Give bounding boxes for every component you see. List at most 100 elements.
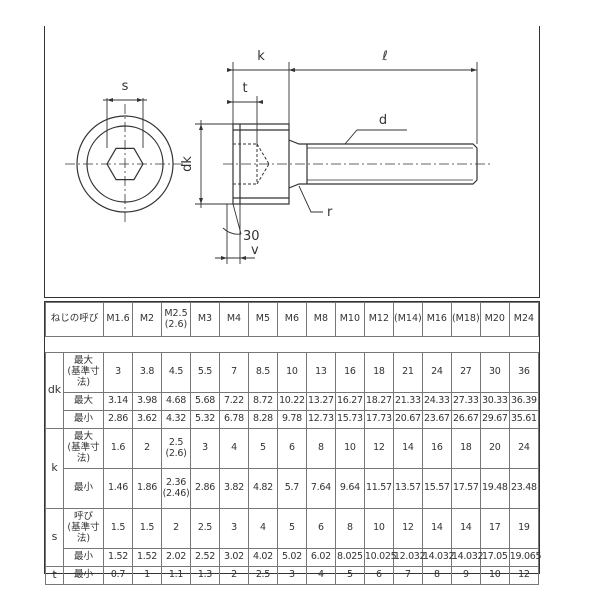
value-cell-text: (2.6) bbox=[165, 447, 187, 459]
value-cell-text: 3.98 bbox=[137, 395, 157, 407]
value-cell: 12.032 bbox=[392, 548, 426, 567]
value-cell-text: 8.72 bbox=[252, 395, 273, 407]
size-header-text: M2 bbox=[139, 313, 155, 325]
value-cell-text: 5.68 bbox=[194, 395, 215, 407]
value-cell-text: 10 bbox=[344, 442, 356, 454]
value-cell: 8.28 bbox=[247, 410, 278, 429]
size-header-text: M24 bbox=[513, 313, 535, 325]
size-header: M3 bbox=[189, 302, 220, 337]
dim-label-d: d bbox=[379, 113, 387, 128]
row-label: 最大(基準寸法) bbox=[62, 428, 105, 469]
value-cell: 3.8 bbox=[132, 352, 162, 393]
value-cell-text: 15.57 bbox=[423, 482, 450, 494]
value-cell: 3 bbox=[276, 566, 307, 585]
dim-label-v: v bbox=[251, 243, 259, 258]
value-cell: 3.62 bbox=[132, 410, 162, 429]
value-cell-text: 5.02 bbox=[281, 551, 302, 563]
value-cell-text: 14.032 bbox=[451, 551, 484, 563]
value-cell: 1.3 bbox=[189, 566, 220, 585]
value-cell: 12.73 bbox=[305, 410, 336, 429]
value-cell: 4.68 bbox=[160, 392, 191, 411]
value-cell-text: 36 bbox=[518, 366, 530, 378]
value-cell-text: 5 bbox=[260, 442, 266, 454]
value-cell-text: 8.5 bbox=[255, 366, 271, 378]
value-cell: 2 bbox=[132, 428, 162, 469]
value-cell: 14.032 bbox=[450, 548, 484, 567]
value-cell: 2.02 bbox=[160, 548, 191, 567]
value-cell: 5.32 bbox=[189, 410, 220, 429]
row-label: 最小 bbox=[62, 548, 105, 567]
value-cell-text: 10.22 bbox=[279, 395, 305, 407]
value-cell: 14 bbox=[450, 508, 481, 549]
value-cell-text: 18.27 bbox=[366, 395, 392, 407]
row-label-text: 呼び bbox=[74, 511, 94, 523]
value-cell: 24.33 bbox=[421, 392, 452, 411]
value-cell-text: 1.3 bbox=[197, 569, 213, 581]
value-cell-text: 1.5 bbox=[139, 522, 155, 534]
value-cell-text: 4 bbox=[231, 442, 237, 454]
value-cell-text: 23.67 bbox=[423, 413, 450, 425]
value-cell: 8.5 bbox=[247, 352, 278, 393]
size-header-text: M16 bbox=[426, 313, 447, 325]
value-cell-text: 17 bbox=[489, 522, 501, 534]
value-cell-text: 2.5 bbox=[168, 436, 184, 448]
value-cell: 5.5 bbox=[189, 352, 220, 393]
value-cell-text: 26.67 bbox=[452, 413, 479, 425]
value-cell-text: 3 bbox=[289, 569, 295, 581]
size-header: M4 bbox=[218, 302, 249, 337]
value-cell-text: 4 bbox=[318, 569, 324, 581]
value-cell: 5.7 bbox=[276, 468, 307, 509]
row-label-text: 最小 bbox=[74, 413, 94, 425]
value-cell: 9 bbox=[450, 566, 481, 585]
value-cell: 9.78 bbox=[276, 410, 307, 429]
value-cell: 2.86 bbox=[189, 468, 220, 509]
value-cell: 16.27 bbox=[334, 392, 365, 411]
value-cell-text: (2.46) bbox=[162, 487, 190, 499]
size-header-text: M12 bbox=[368, 313, 390, 325]
value-cell-text: 35.61 bbox=[511, 413, 537, 425]
value-cell: 20 bbox=[479, 428, 510, 469]
value-cell-text: 8 bbox=[433, 569, 440, 581]
value-cell-text: 6 bbox=[318, 522, 324, 534]
row-label-text: (基準寸法) bbox=[67, 366, 100, 388]
value-cell: 2.5 bbox=[247, 566, 278, 585]
value-cell: 30.33 bbox=[479, 392, 510, 411]
value-cell-text: 5.32 bbox=[194, 413, 215, 425]
value-cell: 12 bbox=[363, 428, 394, 469]
value-cell: 6.78 bbox=[218, 410, 249, 429]
value-cell-text: 17.05 bbox=[481, 551, 508, 563]
value-cell: 27.33 bbox=[450, 392, 481, 411]
value-cell: 2.36(2.46) bbox=[160, 468, 191, 509]
size-header: M1.6 bbox=[103, 302, 133, 337]
value-cell: 19.065 bbox=[508, 548, 542, 567]
group-label-s: s bbox=[45, 508, 64, 567]
value-cell: 35.61 bbox=[508, 410, 540, 429]
value-cell: 21.33 bbox=[392, 392, 423, 411]
value-cell-text: 13.57 bbox=[395, 482, 421, 494]
value-cell-text: 0.7 bbox=[110, 569, 126, 581]
value-cell: 15.57 bbox=[421, 468, 452, 509]
value-cell: 17.73 bbox=[363, 410, 394, 429]
row-label-text: (基準寸法) bbox=[67, 442, 100, 464]
value-cell: 27 bbox=[450, 352, 481, 393]
value-cell-text: 30.33 bbox=[481, 395, 508, 407]
row-label: 呼び(基準寸法) bbox=[62, 508, 105, 549]
value-cell-text: 1.1 bbox=[168, 569, 184, 581]
value-cell: 1 bbox=[132, 566, 162, 585]
value-cell-text: 12.73 bbox=[308, 413, 334, 425]
value-cell: 16 bbox=[334, 352, 365, 393]
value-cell: 36.39 bbox=[508, 392, 540, 411]
value-cell-text: 4.5 bbox=[168, 366, 184, 378]
value-cell-text: 1.52 bbox=[137, 551, 157, 563]
value-cell-text: 30 bbox=[489, 366, 501, 378]
value-cell-text: 16 bbox=[344, 366, 356, 378]
value-cell: 8 bbox=[334, 508, 365, 549]
value-cell: 23.48 bbox=[508, 468, 540, 509]
value-cell: 6.02 bbox=[305, 548, 336, 567]
value-cell: 18.27 bbox=[363, 392, 394, 411]
value-cell: 15.73 bbox=[334, 410, 365, 429]
value-cell-text: 20.67 bbox=[395, 413, 421, 425]
value-cell: 13.27 bbox=[305, 392, 336, 411]
